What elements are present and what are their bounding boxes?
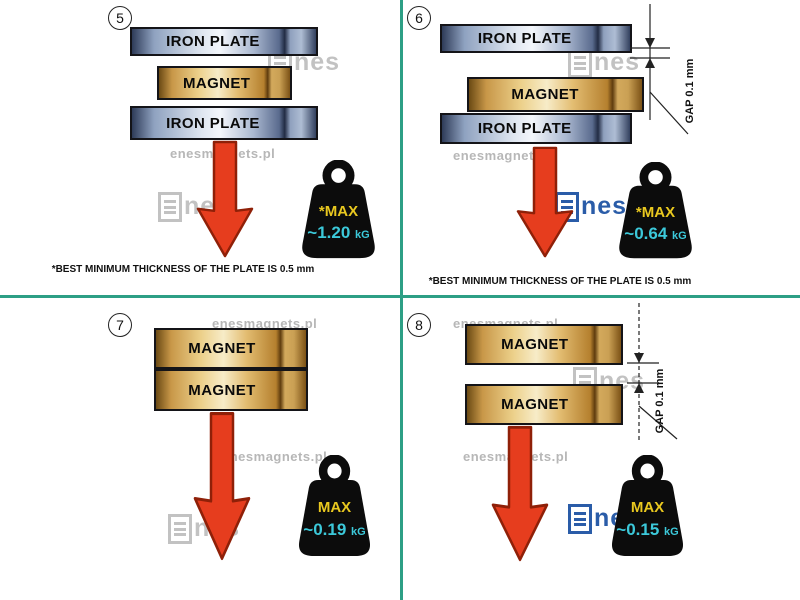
enes-logo-icon	[158, 192, 182, 222]
magnet-bar: MAGNET	[467, 77, 644, 112]
weight-unit: kG	[672, 230, 687, 242]
panel-5: enesmagnets.pl nes nes 5 IRON PLATE MAGN…	[0, 0, 400, 295]
iron-plate-bar: IRON PLATE	[130, 27, 318, 56]
iron-plate-label: IRON PLATE	[477, 120, 572, 137]
iron-plate-bar: IRON PLATE	[440, 24, 632, 53]
gap-label: GAP 0.1 mm	[654, 368, 666, 434]
force-down-arrow-icon	[516, 146, 574, 258]
panel-number-badge: 5	[108, 6, 132, 30]
magnet-bar: MAGNET	[154, 369, 308, 411]
kettlebell-shape	[611, 455, 684, 556]
kettlebell-shape	[302, 160, 375, 259]
divider-vertical	[400, 0, 403, 600]
footnote: *BEST MINIMUM THICKNESS OF THE PLATE IS …	[51, 264, 315, 275]
kettlebell-shape	[298, 455, 371, 556]
force-down-arrow-icon	[193, 411, 251, 561]
weight-number: ~1.20	[307, 223, 351, 243]
magnet-bar: MAGNET	[465, 324, 623, 365]
iron-plate-bar: IRON PLATE	[440, 113, 632, 144]
gap-dimension-icon	[630, 4, 689, 135]
magnet-bar: MAGNET	[465, 384, 623, 425]
weight-value: ~0.15 kG	[600, 520, 695, 540]
magnet-label: MAGNET	[501, 336, 569, 353]
weight-max-label: MAX	[317, 499, 352, 517]
weight-number: ~0.19	[303, 520, 347, 540]
force-down-arrow-icon	[196, 140, 254, 258]
weight-icon: *MAX ~0.64 kG	[607, 162, 704, 262]
iron-plate-label: IRON PLATE	[166, 114, 260, 132]
gap-label: GAP 0.1 mm	[684, 58, 696, 124]
watermark-site-text: enesmagnets.pl	[453, 148, 559, 163]
panel-number-badge: 7	[108, 313, 132, 337]
weight-number: ~0.64	[624, 224, 668, 243]
weight-value: ~1.20 kG	[290, 223, 387, 243]
magnet-label: MAGNET	[501, 396, 569, 413]
enes-logo-text: nes	[581, 192, 628, 220]
kettlebell-shape	[619, 162, 692, 259]
magnet-label: MAGNET	[188, 340, 256, 357]
footnote: *BEST MINIMUM THICKNESS OF THE PLATE IS …	[428, 276, 692, 287]
weight-icon: MAX ~0.19 kG	[287, 455, 382, 560]
weight-max-label: MAX	[630, 499, 665, 517]
magnet-bar: MAGNET	[154, 328, 308, 369]
magnet-bar: MAGNET	[157, 66, 292, 100]
panel-number-badge: 6	[407, 6, 431, 30]
weight-max-label: *MAX	[635, 204, 676, 221]
weight-unit: kG	[664, 526, 679, 539]
magnet-label: MAGNET	[511, 86, 579, 103]
panel-8: enesmagnets.pl enesmagnets.pl nes nes 8 …	[403, 299, 800, 600]
panel-number-badge: 8	[407, 313, 431, 337]
iron-plate-bar: IRON PLATE	[130, 106, 318, 140]
weight-icon: *MAX ~1.20 kG	[290, 160, 387, 262]
iron-plate-label: IRON PLATE	[477, 30, 572, 47]
iron-plate-label: IRON PLATE	[166, 33, 260, 50]
watermark-site-text: enesmagnets.pl	[212, 316, 318, 331]
weight-value: ~0.64 kG	[607, 224, 704, 244]
panel-6: enesmagnets.pl nes nes 6 IRON PLATE MAGN…	[403, 0, 800, 295]
divider-horizontal	[0, 295, 800, 298]
weight-icon: MAX ~0.15 kG	[600, 455, 695, 560]
weight-unit: kG	[355, 229, 370, 242]
weight-number: ~0.15	[616, 520, 660, 540]
weight-max-label: *MAX	[318, 202, 359, 220]
gap-dimension-icon	[627, 303, 678, 441]
watermark-site-text: enesmagnets.pl	[222, 449, 328, 464]
weight-value: ~0.19 kG	[287, 520, 382, 540]
magnet-label: MAGNET	[188, 381, 256, 399]
force-down-arrow-icon	[491, 425, 549, 562]
weight-unit: kG	[351, 526, 366, 539]
enes-logo-icon	[168, 514, 192, 544]
panel-7: enesmagnets.pl enesmagnets.pl nes nes 7 …	[0, 299, 400, 600]
magnet-label: MAGNET	[182, 74, 251, 92]
enes-logo-icon	[568, 504, 592, 534]
